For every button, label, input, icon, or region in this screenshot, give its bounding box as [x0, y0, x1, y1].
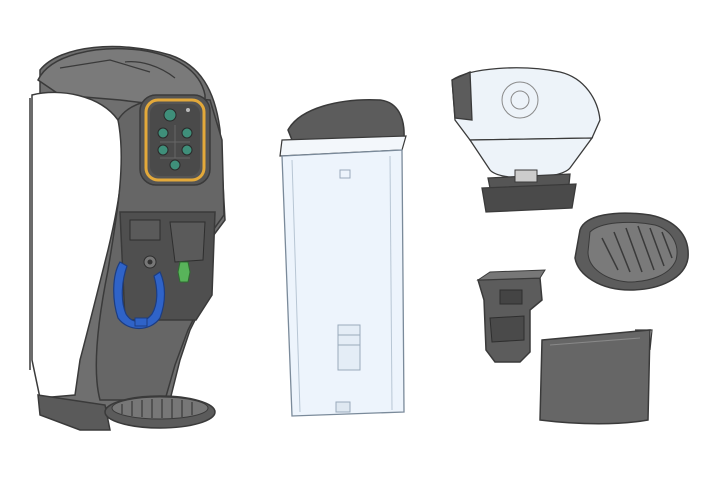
side-cover-panel — [539, 329, 653, 425]
blue-release-latch[interactable] — [113, 261, 166, 330]
size-button-5[interactable] — [169, 159, 181, 171]
reservoir-lid — [287, 99, 405, 141]
water-reservoir — [279, 99, 407, 417]
pod-holder-hood — [451, 67, 601, 141]
needle-housing — [476, 269, 546, 363]
size-button-1[interactable] — [157, 127, 169, 139]
control-panel — [139, 94, 211, 186]
reservoir-tank — [281, 149, 405, 417]
reservoir-valve — [337, 324, 361, 371]
power-indicator — [186, 108, 190, 112]
drip-grate — [574, 212, 689, 291]
pod-holder-assembly — [451, 67, 601, 213]
green-lock-tab[interactable] — [177, 261, 191, 283]
machine-base — [37, 394, 111, 431]
size-button-4[interactable] — [181, 144, 193, 156]
size-button-3[interactable] — [157, 144, 169, 156]
machine-body — [29, 45, 226, 431]
brew-button[interactable] — [163, 108, 177, 122]
size-button-2[interactable] — [181, 127, 193, 139]
